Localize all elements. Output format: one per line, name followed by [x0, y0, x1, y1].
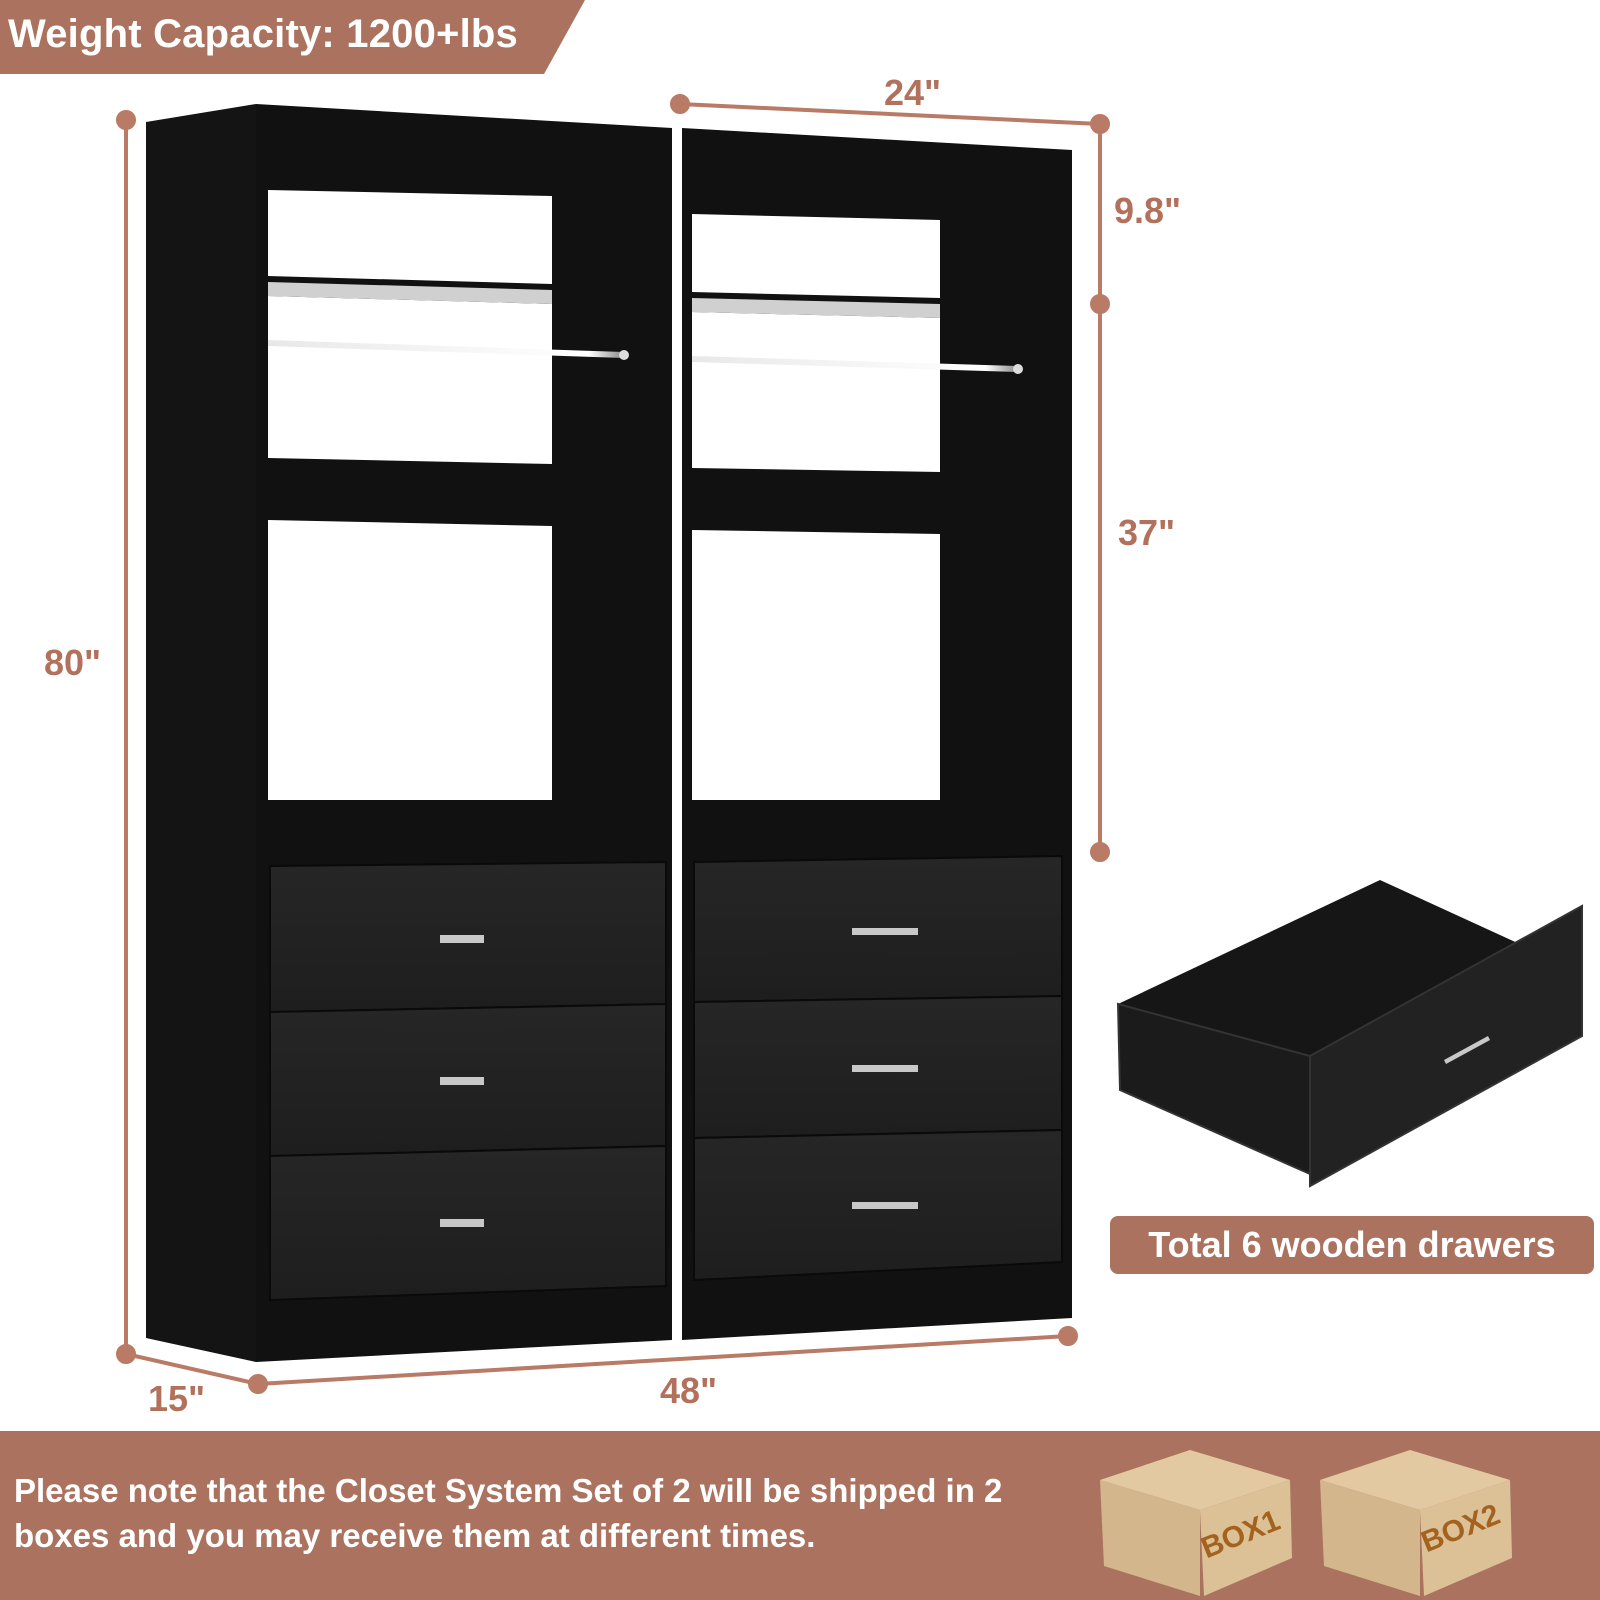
box-2-icon [1320, 1450, 1512, 1596]
dimension-height-total: 80" [44, 642, 102, 683]
dimension-hanging-section: 37" [1118, 512, 1176, 553]
shipping-note-text: Please note that the Closet System Set o… [14, 1472, 1003, 1554]
dimension-depth: 15" [148, 1378, 206, 1419]
dimension-top-section: 9.8" [1114, 190, 1182, 231]
dimension-lines [116, 94, 1110, 1394]
drawers-badge-label: Total 6 wooden drawers [1148, 1224, 1556, 1265]
drawers-badge: Total 6 wooden drawers [1110, 1216, 1594, 1274]
weight-capacity-banner [0, 0, 585, 74]
closet-unit-2 [682, 128, 1072, 1340]
weight-capacity-label: Weight Capacity: 1200+lbs [8, 12, 518, 56]
shipping-boxes [1100, 1450, 1512, 1596]
box-1-icon [1100, 1450, 1292, 1596]
closet-unit-1 [256, 104, 672, 1362]
open-drawer-illustration [1116, 880, 1583, 1188]
dimension-width-total: 48" [660, 1370, 718, 1411]
dimension-width-unit: 24" [884, 72, 942, 113]
closet-side-panel [146, 104, 256, 1362]
